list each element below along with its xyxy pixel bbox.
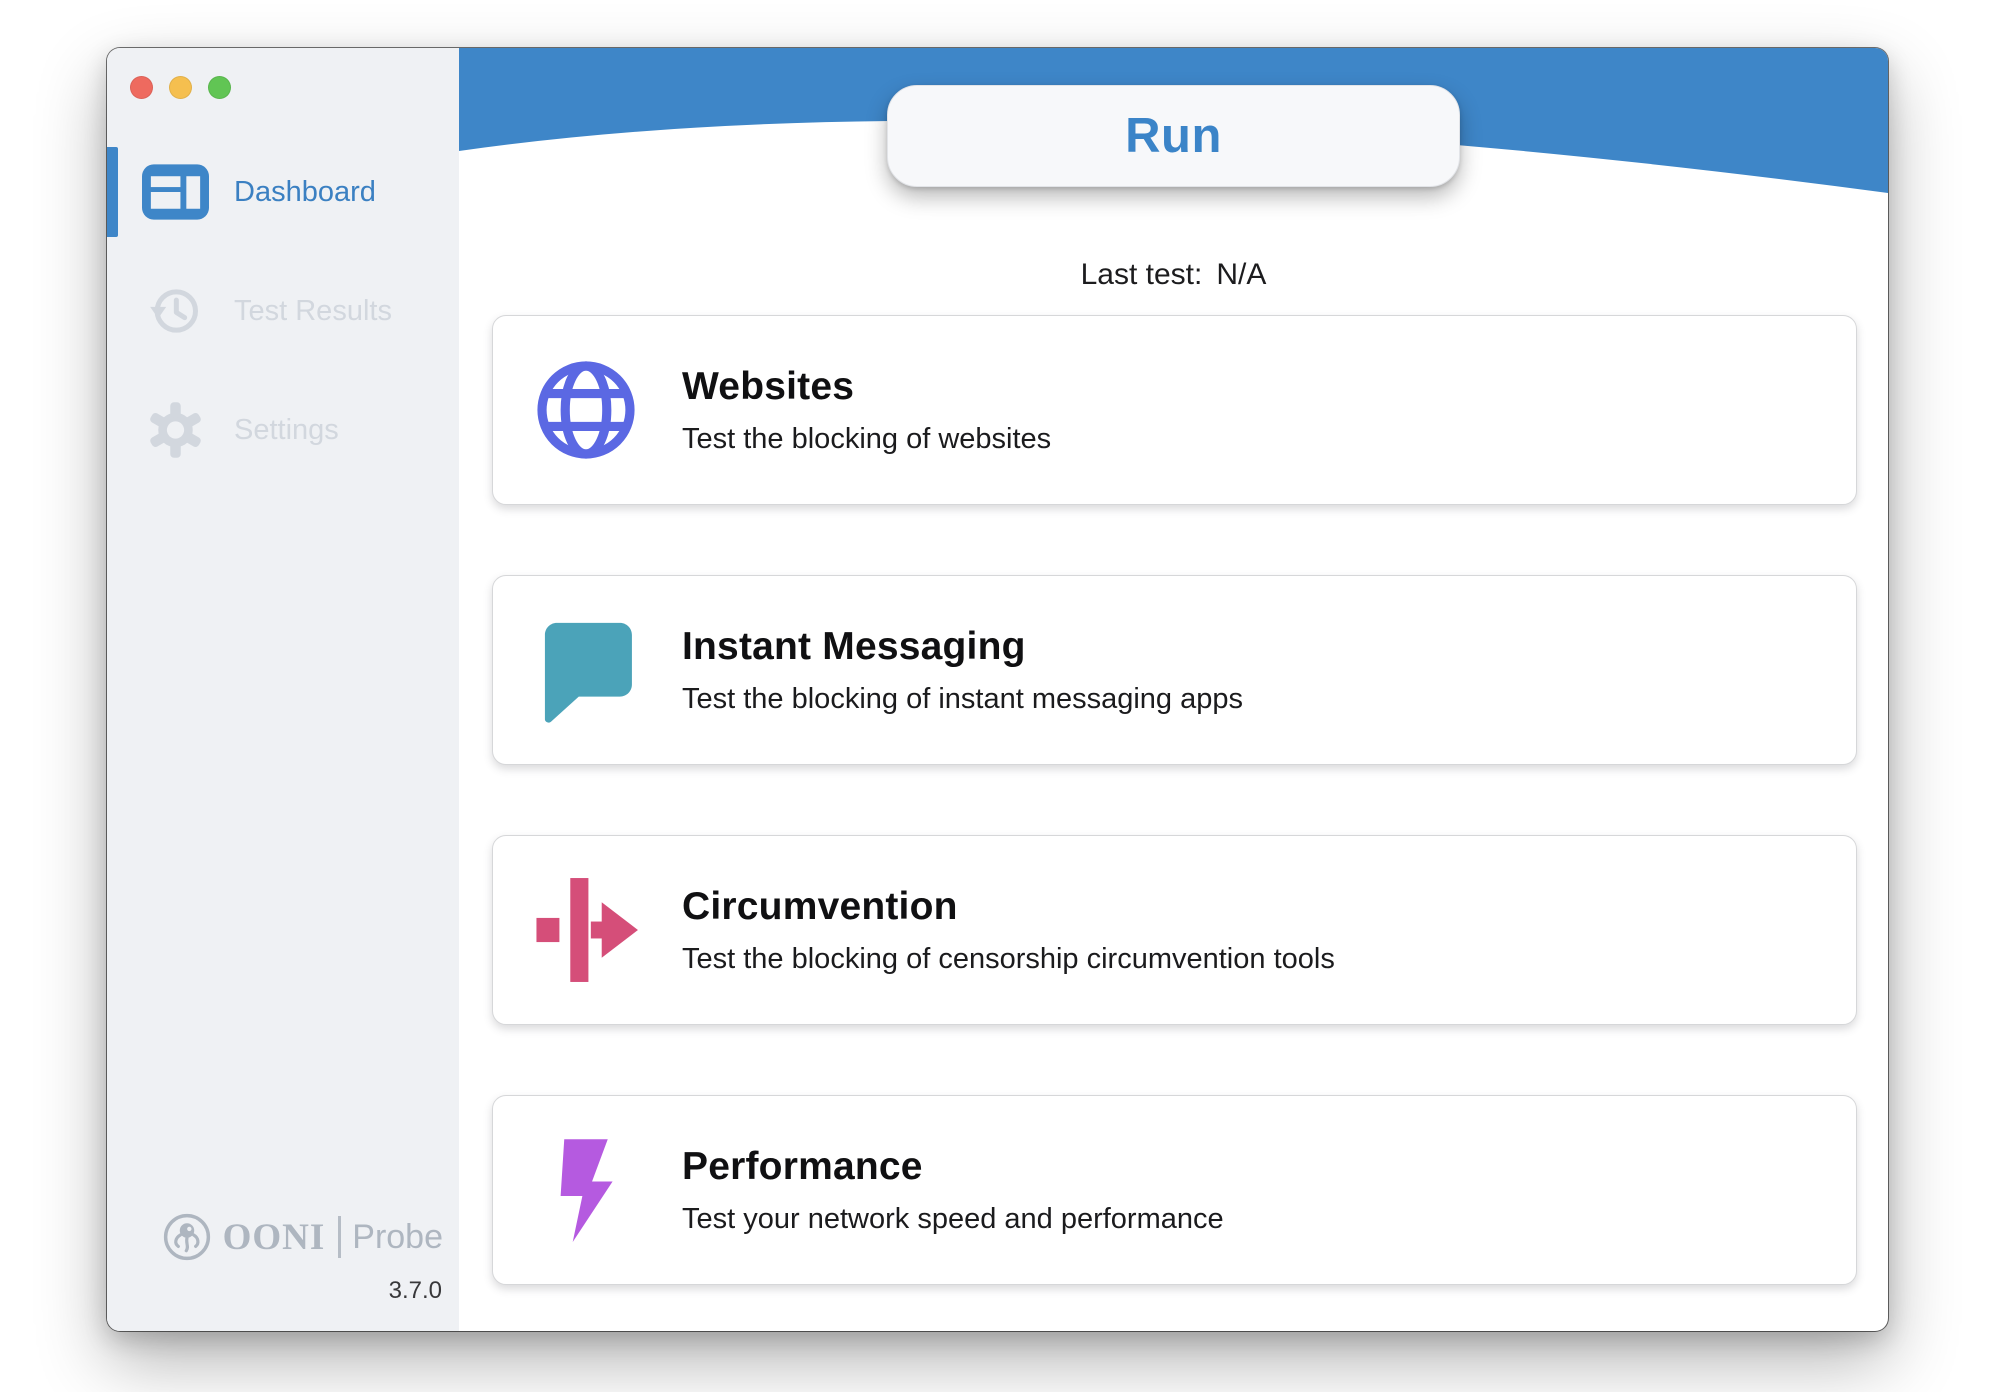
card-performance[interactable]: Performance Test your network speed and …: [492, 1095, 1857, 1285]
sidebar: Dashboard Test Results: [107, 48, 459, 1331]
card-title: Instant Messaging: [682, 624, 1026, 668]
card-circumvention[interactable]: Circumvention Test the blocking of censo…: [492, 835, 1857, 1025]
ooni-probe-logo: OONI Probe: [107, 1211, 459, 1263]
card-websites[interactable]: Websites Test the blocking of websites: [492, 315, 1857, 505]
sidebar-item-dashboard[interactable]: Dashboard: [107, 147, 459, 237]
card-subtitle: Test the blocking of websites: [682, 422, 1052, 455]
last-test-value: N/A: [1216, 258, 1267, 291]
sidebar-footer: OONI Probe 3.7.0: [107, 1211, 459, 1305]
last-test-label: Last test:: [1080, 258, 1203, 291]
brand-divider: [338, 1216, 342, 1258]
card-title: Performance: [682, 1144, 923, 1188]
brand-ooni-text: OONI: [222, 1216, 326, 1258]
card-text: Circumvention Test the blocking of censo…: [682, 885, 1335, 976]
brand-probe-text: Probe: [352, 1217, 443, 1256]
card-instant-messaging[interactable]: Instant Messaging Test the blocking of i…: [492, 575, 1857, 765]
card-subtitle: Test your network speed and performance: [682, 1202, 1224, 1235]
window-controls: [130, 76, 231, 99]
sidebar-item-label: Test Results: [234, 294, 392, 327]
run-button-label: Run: [1125, 109, 1222, 163]
card-title: Circumvention: [682, 884, 958, 928]
close-window-button[interactable]: [130, 76, 153, 99]
gear-icon: [142, 400, 209, 460]
sidebar-item-label: Dashboard: [234, 175, 376, 208]
card-text: Websites Test the blocking of websites: [682, 365, 1051, 456]
lightning-bolt-icon: [528, 1132, 644, 1248]
zoom-window-button[interactable]: [208, 76, 231, 99]
app-version: 3.7.0: [388, 1277, 442, 1304]
history-icon: [142, 281, 209, 341]
card-subtitle: Test the blocking of censorship circumve…: [682, 942, 1335, 975]
ooni-probe-window: Run Last test: N/A Websites Test the bloc…: [107, 48, 1888, 1331]
card-title: Websites: [682, 364, 855, 408]
sidebar-item-test-results[interactable]: Test Results: [107, 266, 459, 356]
ooni-octopus-icon: [161, 1211, 213, 1263]
sidebar-item-label: Settings: [234, 413, 339, 446]
globe-icon: [528, 352, 644, 468]
circumvention-arrow-icon: [528, 872, 644, 988]
run-button[interactable]: Run: [887, 85, 1460, 187]
last-test-status: Last test: N/A: [459, 258, 1888, 292]
active-item-accent-bar: [107, 147, 118, 237]
sidebar-item-settings[interactable]: Settings: [107, 385, 459, 475]
card-subtitle: Test the blocking of instant messaging a…: [682, 682, 1243, 715]
chat-bubble-icon: [528, 612, 644, 728]
sidebar-nav: Dashboard Test Results: [107, 147, 459, 504]
card-text: Performance Test your network speed and …: [682, 1145, 1224, 1236]
minimize-window-button[interactable]: [169, 76, 192, 99]
card-text: Instant Messaging Test the blocking of i…: [682, 625, 1243, 716]
dashboard-icon: [142, 162, 209, 222]
